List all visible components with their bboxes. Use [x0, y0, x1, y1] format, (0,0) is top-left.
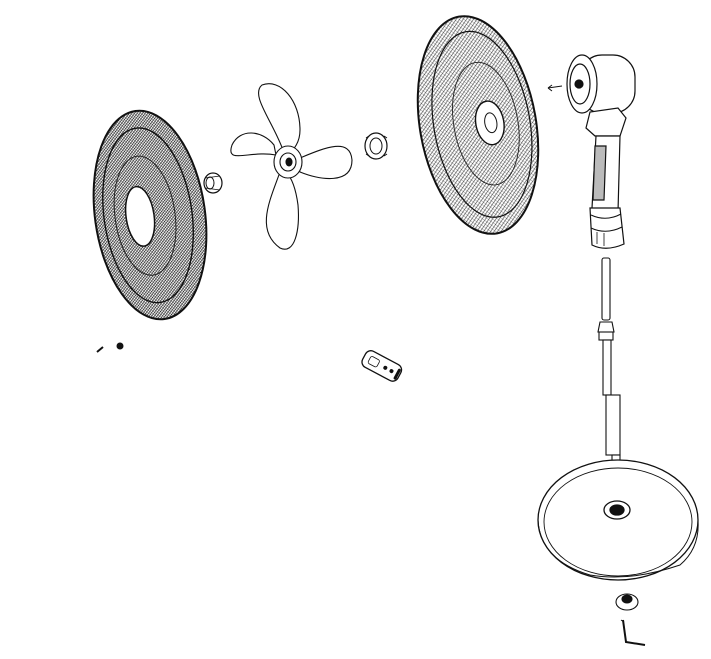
base-fixing-nut	[615, 593, 639, 611]
rear-grille-nut	[203, 172, 223, 194]
blade-spinner-nut	[364, 132, 388, 160]
lower-pole	[605, 394, 621, 466]
screw	[96, 342, 124, 353]
remote-control	[361, 350, 403, 382]
round-base	[537, 459, 699, 581]
fan-blade	[230, 83, 353, 250]
rear-grille	[92, 109, 208, 321]
motor-head	[547, 54, 636, 249]
front-grille	[416, 15, 540, 235]
upper-pole	[597, 257, 615, 396]
allen-key	[620, 619, 646, 646]
